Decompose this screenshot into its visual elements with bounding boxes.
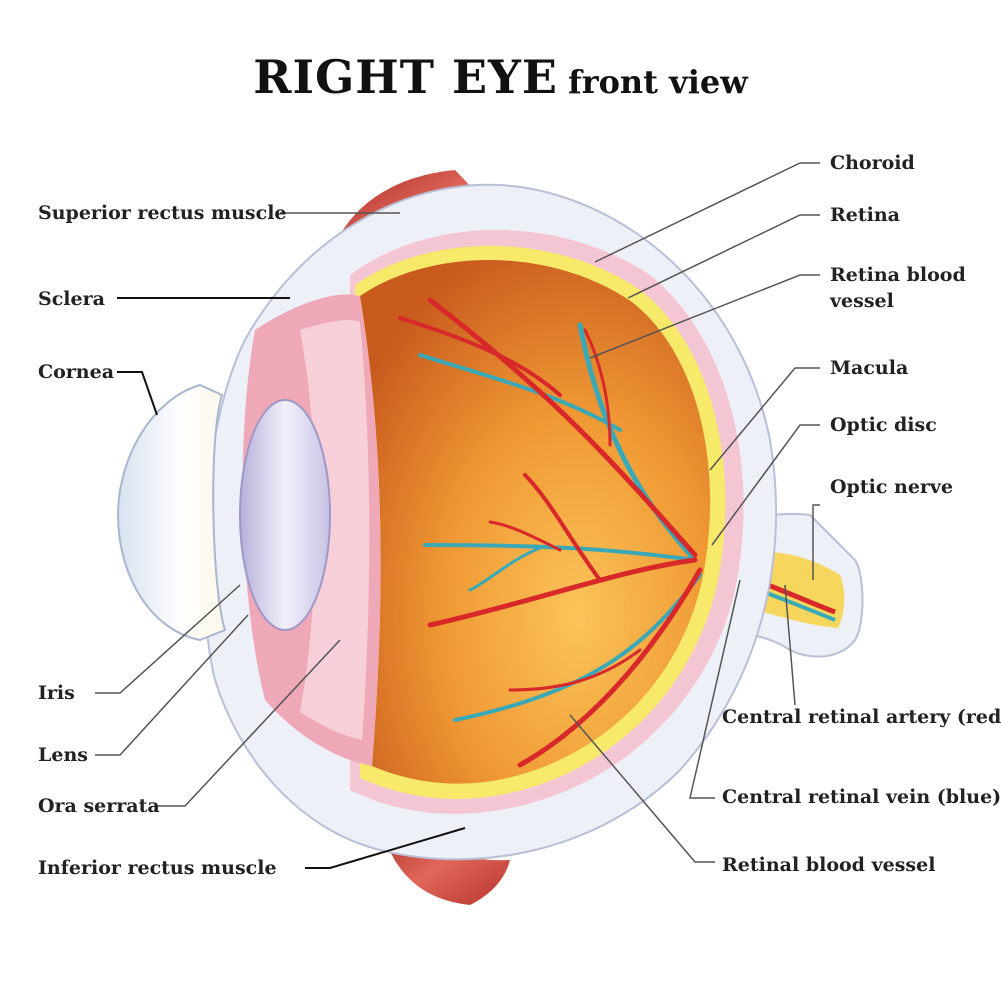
label-superior-rectus-muscle: Superior rectus muscle bbox=[38, 202, 287, 224]
lens-shape bbox=[239, 399, 331, 631]
label-cornea: Cornea bbox=[38, 361, 115, 383]
label-central-retinal-artery: Central retinal artery (red) bbox=[722, 706, 1001, 728]
label-choroid: Choroid bbox=[830, 152, 915, 174]
label-iris: Iris bbox=[38, 682, 75, 704]
label-optic-nerve: Optic nerve bbox=[830, 476, 954, 498]
label-retina-blood-vessel-line1: Retina blood bbox=[830, 264, 966, 286]
label-lens: Lens bbox=[38, 744, 88, 766]
label-central-retinal-vein: Central retinal vein (blue) bbox=[722, 786, 1001, 808]
label-retina-blood-vessel-line2: vessel bbox=[830, 290, 894, 312]
label-optic-disc: Optic disc bbox=[830, 414, 937, 436]
label-ora-serrata: Ora serrata bbox=[38, 795, 160, 817]
title-main: RIGHT EYE bbox=[253, 50, 558, 104]
label-inferior-rectus-muscle: Inferior rectus muscle bbox=[38, 857, 277, 879]
blood-vessels bbox=[398, 297, 703, 768]
cornea-shape bbox=[116, 383, 227, 642]
label-macula: Macula bbox=[830, 357, 909, 379]
label-sclera: Sclera bbox=[38, 288, 105, 310]
leader-lines bbox=[95, 162, 820, 869]
label-retina: Retina bbox=[830, 204, 900, 226]
label-retinal-blood-vessel: Retinal blood vessel bbox=[722, 854, 936, 876]
title-sub: front view bbox=[567, 63, 748, 101]
